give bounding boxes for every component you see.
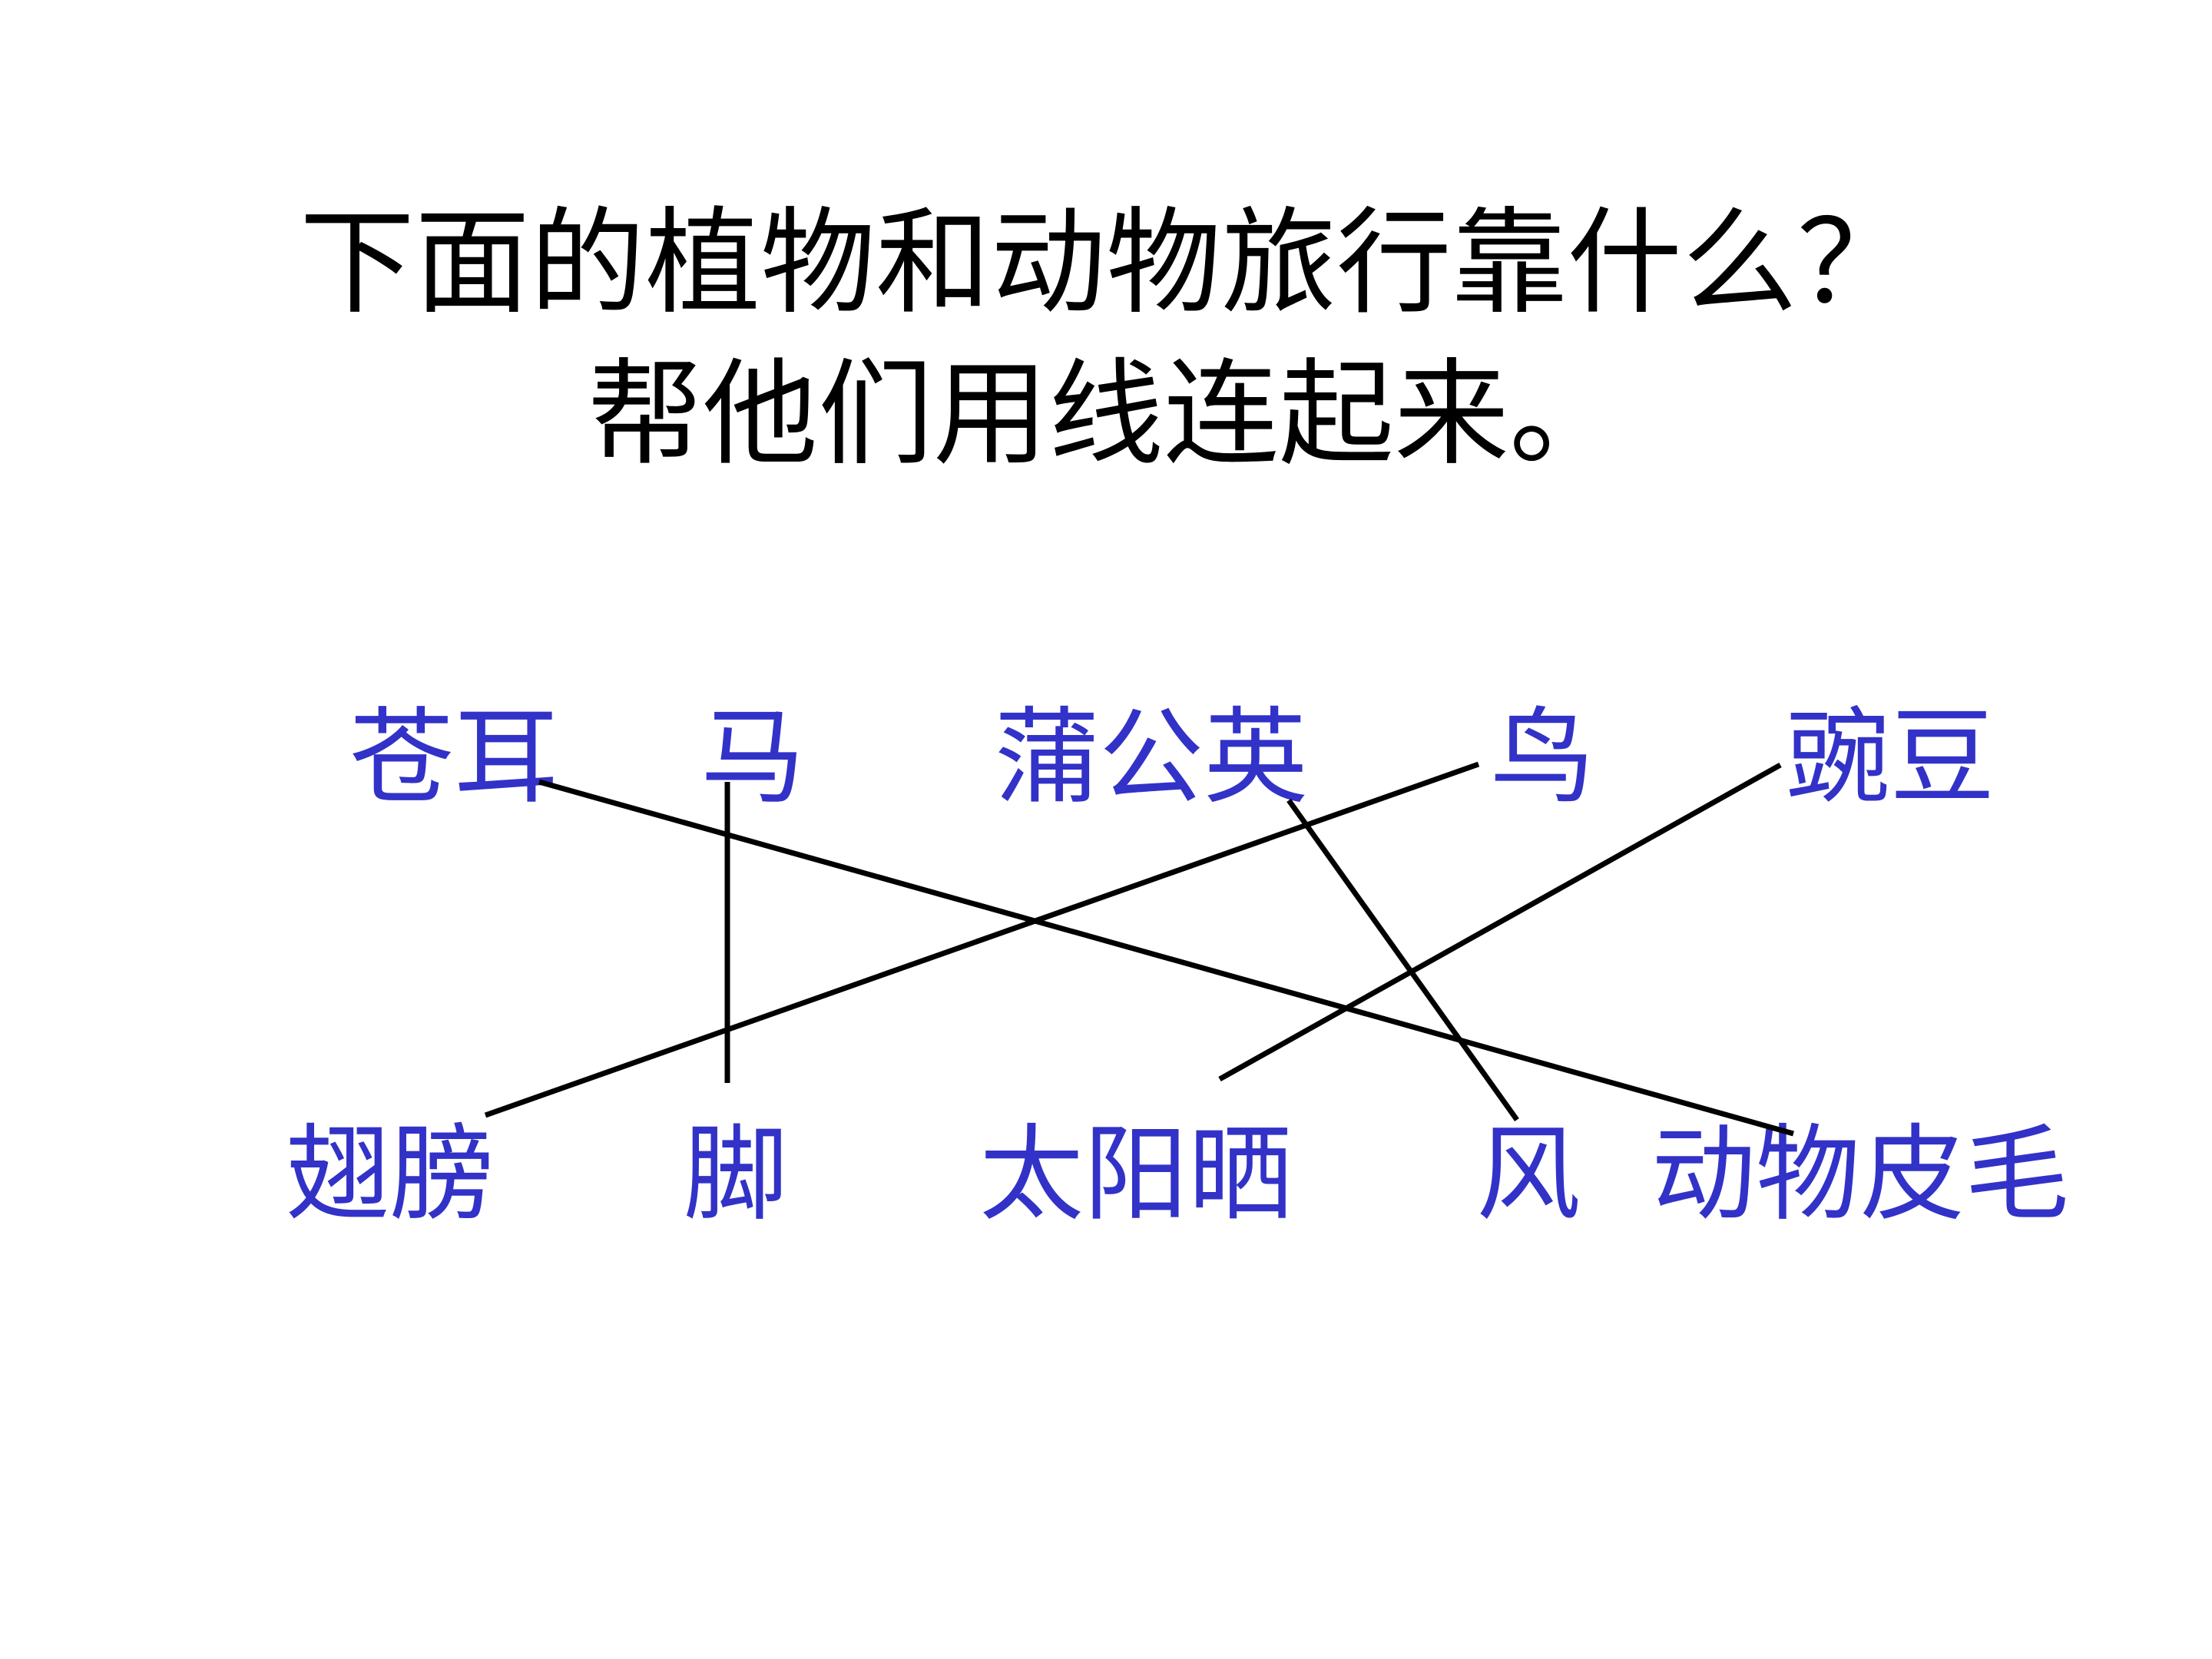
line-dandelion-wind bbox=[1286, 798, 1519, 1122]
word-dandelion: 蒲公英 bbox=[995, 697, 1308, 819]
word-animal-fur: 动物皮毛 bbox=[1651, 1114, 2069, 1236]
word-horse: 马 bbox=[700, 697, 805, 819]
word-wings: 翅膀 bbox=[286, 1114, 495, 1236]
word-bird: 鸟 bbox=[1490, 697, 1594, 819]
word-pea: 豌豆 bbox=[1786, 697, 1995, 819]
word-wind: 风 bbox=[1476, 1114, 1581, 1236]
line-cocklebur-fur bbox=[538, 779, 1794, 1137]
line-pea-sun bbox=[1218, 762, 1782, 1082]
word-sun-drying: 太阳晒 bbox=[979, 1114, 1293, 1236]
word-cocklebur: 苍耳 bbox=[349, 697, 558, 819]
title-line-2: 帮他们用线连起来。 bbox=[587, 348, 1624, 482]
line-bird-wings bbox=[484, 761, 1480, 1118]
word-feet: 脚 bbox=[684, 1114, 788, 1236]
title-line-1: 下面的植物和动物旅行靠什么？ bbox=[299, 197, 1912, 330]
